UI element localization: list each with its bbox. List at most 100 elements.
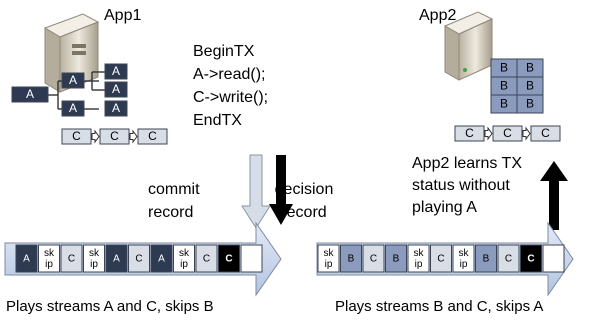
svg-text:C: C: [541, 126, 550, 140]
stream-a-node: A: [61, 100, 85, 117]
svg-text:A: A: [69, 101, 77, 115]
commit-label-line2: record: [148, 204, 194, 221]
commit-label-line1: commit: [148, 181, 200, 198]
svg-text:ip: ip: [45, 259, 53, 270]
commit-record-arrow: [241, 154, 271, 229]
svg-text:A: A: [112, 64, 120, 78]
svg-text:C: C: [72, 129, 81, 143]
stream-b-node: B: [490, 94, 518, 114]
svg-text:C: C: [503, 126, 512, 140]
svg-text:ip: ip: [325, 259, 333, 270]
skip-entry: skip: [452, 244, 475, 273]
svg-text:sk: sk: [44, 248, 55, 259]
svg-text:B: B: [526, 61, 534, 75]
svg-text:A: A: [112, 82, 120, 96]
svg-text:A: A: [69, 73, 77, 87]
stream-c-entry: C: [128, 244, 150, 273]
svg-text:ip: ip: [180, 259, 188, 270]
stream-c-entry: C: [430, 244, 452, 273]
svg-text:sk: sk: [324, 248, 335, 259]
skip-entry: skip: [83, 244, 105, 273]
stream-c-entry: C: [60, 244, 83, 273]
learns-line1: App2 learns TX: [412, 155, 522, 172]
svg-text:B: B: [500, 97, 508, 111]
server-tower-app2-icon: [443, 11, 494, 81]
svg-text:C: C: [68, 254, 75, 265]
code-line-end: EndTX: [193, 112, 242, 129]
decision-record-arrow: [269, 155, 293, 225]
svg-text:B: B: [393, 254, 400, 265]
svg-text:B: B: [483, 254, 490, 265]
stream-a-entry: A: [105, 244, 128, 273]
svg-text:C: C: [203, 254, 210, 265]
stream-b-node: B: [516, 94, 544, 114]
svg-text:C: C: [437, 254, 444, 265]
skip-entry: skip: [173, 244, 195, 273]
app2-title: App2: [419, 7, 457, 24]
stream-c-node: C: [61, 128, 92, 145]
svg-text:C: C: [370, 254, 377, 265]
svg-text:A: A: [158, 254, 165, 265]
stream-c-node: C: [99, 128, 130, 145]
stream-a-entry: A: [150, 244, 173, 273]
app1-caption: Plays streams A and C, skips B: [6, 298, 214, 315]
status-learned-arrow: [540, 161, 568, 230]
stream-b-node: B: [516, 76, 544, 96]
code-line-write: C->write();: [193, 89, 269, 106]
decision-record-entry: C: [218, 244, 240, 273]
chain-link-icon: [484, 126, 493, 141]
skip-entry: skip: [407, 244, 430, 273]
app2-caption: Plays streams B and C, skips A: [335, 298, 544, 315]
stream-b-node: B: [490, 76, 518, 96]
stream-c-entry: C: [497, 244, 520, 273]
stream-a-entry: A: [15, 244, 38, 273]
svg-text:C: C: [465, 126, 474, 140]
svg-text:sk: sk: [414, 248, 425, 259]
stream-c-entry: C: [195, 244, 218, 273]
svg-text:sk: sk: [459, 248, 470, 259]
stream-b-entry: B: [475, 244, 497, 273]
stream-a-node: A: [104, 100, 128, 117]
svg-text:B: B: [500, 61, 508, 75]
svg-text:C: C: [505, 254, 512, 265]
chain-link-icon: [129, 129, 138, 144]
empty-log-slot: [542, 244, 565, 273]
svg-text:B: B: [348, 254, 355, 265]
svg-text:ip: ip: [415, 259, 423, 270]
svg-text:C: C: [148, 129, 157, 143]
stream-b-entry: B: [385, 244, 407, 273]
stream-a-node: A: [11, 86, 49, 103]
svg-text:C: C: [225, 254, 232, 265]
stream-b-entry: B: [340, 244, 362, 273]
stream-c-node: C: [530, 125, 561, 142]
stream-b-node: B: [516, 58, 544, 78]
decision-record-entry: C: [520, 244, 542, 273]
svg-text:ip: ip: [90, 259, 98, 270]
svg-text:A: A: [26, 87, 34, 101]
code-line-begin: BeginTX: [193, 43, 255, 60]
stream-a-node: A: [104, 63, 128, 80]
stream-a-node: A: [61, 72, 85, 89]
stream-c-node: C: [454, 125, 485, 142]
svg-text:B: B: [526, 97, 534, 111]
stream-b-node: B: [490, 58, 518, 78]
svg-text:sk: sk: [179, 248, 190, 259]
svg-text:C: C: [527, 254, 534, 265]
app1-title: App1: [104, 7, 142, 24]
stream-c-node: C: [137, 128, 168, 145]
empty-log-slot: [240, 244, 263, 273]
learns-line3: playing A: [412, 199, 477, 216]
svg-text:A: A: [112, 101, 120, 115]
chain-link-icon: [91, 129, 100, 144]
svg-text:A: A: [23, 254, 30, 265]
stream-c-entry: C: [362, 244, 385, 273]
stream-c-node: C: [492, 125, 523, 142]
chain-link-icon: [522, 126, 531, 141]
